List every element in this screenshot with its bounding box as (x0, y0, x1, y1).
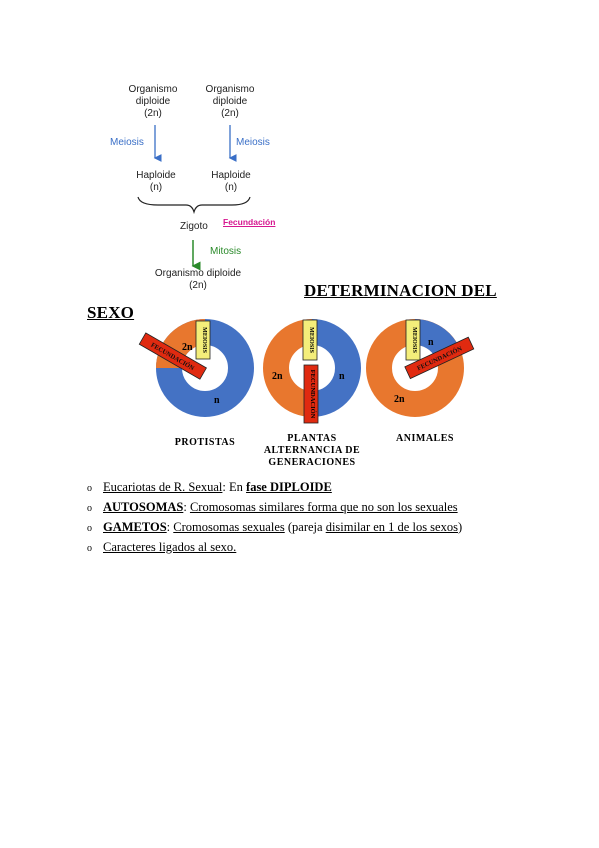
sex-determination-rings: MEIOSIS FECUNDACIÓN 2n n MEIOSIS FECUNDA… (138, 319, 475, 424)
bullet-eucariotas: o Eucariotas de R. Sexual: En fase DIPLO… (87, 480, 332, 494)
ring-protistas: MEIOSIS FECUNDACIÓN 2n n (138, 319, 254, 417)
plantas-fecundacion-text: FECUNDACIÓN (309, 370, 317, 419)
bullet-list: o Eucariotas de R. Sexual: En fase DIPLO… (87, 478, 462, 558)
bullet-autosomas: o AUTOSOMAS: Cromosomas similares forma … (87, 500, 458, 514)
plantas-meiosis-text: MEIOSIS (308, 327, 314, 353)
animales-meiosis-text: MEIOSIS (411, 327, 417, 353)
ring-plantas: MEIOSIS FECUNDACIÓN 2n n (263, 319, 361, 424)
protistas-n: n (214, 395, 220, 406)
meiosis-label-left: Meiosis (110, 137, 144, 148)
bullet-caracteres: o Caracteres ligados al sexo. (87, 540, 237, 554)
heading-line-2: SEXO (87, 303, 135, 322)
caption-protistas: PROTISTAS (174, 437, 236, 448)
organism-diploid-2: Organismo diploide (2n) (205, 84, 255, 119)
bracket (137, 196, 251, 215)
plantas-n: n (339, 371, 345, 382)
bullet-gametos: o GAMETOS: Cromosomas sexuales (pareja d… (87, 520, 463, 534)
zigoto-label: Zigoto (180, 221, 208, 232)
lifecycle-diagram-lines (137, 125, 251, 271)
haploid-1: Haploide (n) (136, 170, 176, 193)
animales-n: n (428, 337, 434, 348)
organism-diploid-1: Organismo diploide (2n) (128, 84, 178, 119)
animales-2n: 2n (394, 394, 405, 405)
protistas-meiosis-text: MEIOSIS (201, 327, 207, 353)
heading-line-1: DETERMINACION DEL (304, 281, 497, 300)
protistas-2n: 2n (182, 342, 193, 353)
haploid-2: Haploide (n) (211, 170, 251, 193)
plantas-2n: 2n (272, 371, 283, 382)
mitosis-label: Mitosis (210, 246, 242, 257)
caption-plantas: PLANTAS ALTERNANCIA DE GENERACIONES (263, 433, 361, 468)
ring-animales: MEIOSIS FECUNDACIÓN n 2n (366, 319, 475, 417)
meiosis-label-right: Meiosis (236, 137, 270, 148)
fecundacion-label: Fecundación (223, 217, 276, 227)
organism-diploid-final: Organismo diploide (2n) (154, 268, 242, 291)
caption-animales: ANIMALES (396, 433, 454, 444)
